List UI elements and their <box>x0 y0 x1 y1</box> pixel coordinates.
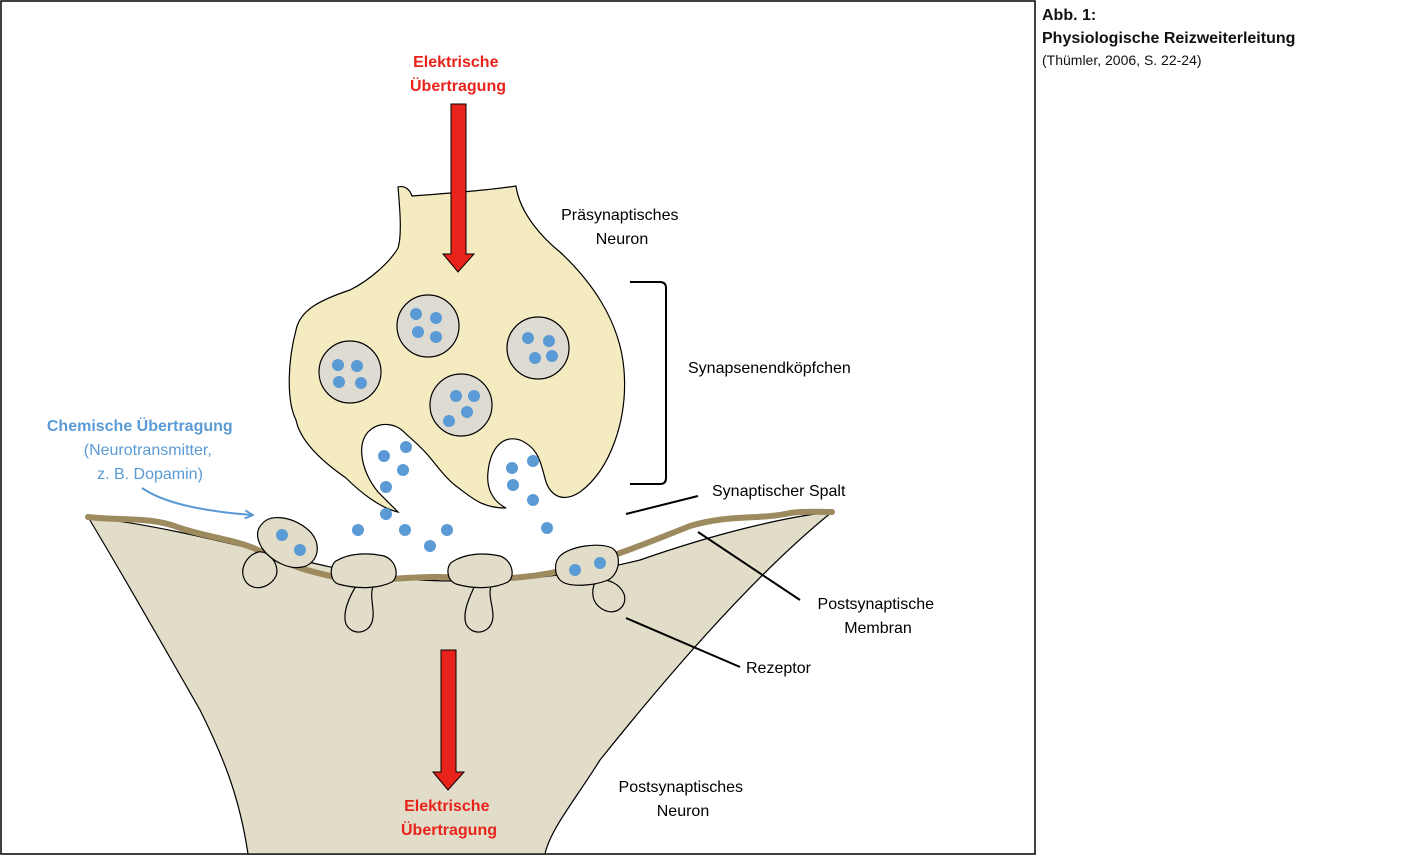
cleft-leader <box>626 496 698 514</box>
transmitter <box>522 332 534 344</box>
cleft-label: Synaptischer Spalt <box>712 483 846 500</box>
transmitter <box>527 494 539 506</box>
postsynaptic-label: Postsynaptisches Neuron <box>619 779 748 820</box>
caption-title: Physiologische Reizweiterleitung <box>1042 27 1412 50</box>
transmitter-bound <box>569 564 581 576</box>
transmitter <box>543 335 555 347</box>
transmitter <box>529 352 541 364</box>
membrane-label: Postsynaptische Membran <box>818 596 939 637</box>
transmitter <box>450 390 462 402</box>
electric-label-top: Elektrische Übertragung <box>410 54 506 95</box>
transmitter <box>424 540 436 552</box>
vesicle <box>397 295 459 357</box>
chemical-label: Chemische Übertragung (Neurotransmitter,… <box>47 416 237 483</box>
transmitter <box>352 524 364 536</box>
transmitter <box>461 406 473 418</box>
transmitter <box>400 441 412 453</box>
transmitter <box>333 376 345 388</box>
caption-label: Abb. 1: <box>1042 4 1412 27</box>
transmitter <box>546 350 558 362</box>
transmitter <box>397 464 409 476</box>
transmitter-bound <box>594 557 606 569</box>
transmitter <box>332 359 344 371</box>
transmitter <box>410 308 422 320</box>
receptor-bound-right <box>556 545 619 585</box>
transmitter <box>506 462 518 474</box>
transmitter <box>378 450 390 462</box>
chemical-arrow <box>142 488 252 515</box>
transmitter <box>412 326 424 338</box>
transmitter <box>527 455 539 467</box>
bouton-label: Synapsenendköpfchen <box>688 360 851 377</box>
transmitter <box>380 481 392 493</box>
receptor-label: Rezeptor <box>746 660 812 677</box>
transmitter <box>399 524 411 536</box>
transmitter <box>380 508 392 520</box>
figure-caption: Abb. 1: Physiologische Reizweiterleitung… <box>1042 4 1412 70</box>
transmitter <box>430 331 442 343</box>
transmitter <box>351 360 363 372</box>
caption-source: (Thümler, 2006, S. 22-24) <box>1042 50 1412 70</box>
vesicle <box>507 317 569 379</box>
transmitter <box>468 390 480 402</box>
transmitter <box>541 522 553 534</box>
transmitter-bound <box>276 529 288 541</box>
transmitter <box>443 415 455 427</box>
presynaptic-label: Präsynaptisches Neuron <box>561 207 683 248</box>
vesicle <box>319 341 381 403</box>
transmitter <box>355 377 367 389</box>
transmitter <box>507 479 519 491</box>
transmitter-bound <box>294 544 306 556</box>
bouton-bracket <box>630 282 666 484</box>
transmitter <box>430 312 442 324</box>
vesicle <box>430 374 492 436</box>
transmitter <box>441 524 453 536</box>
